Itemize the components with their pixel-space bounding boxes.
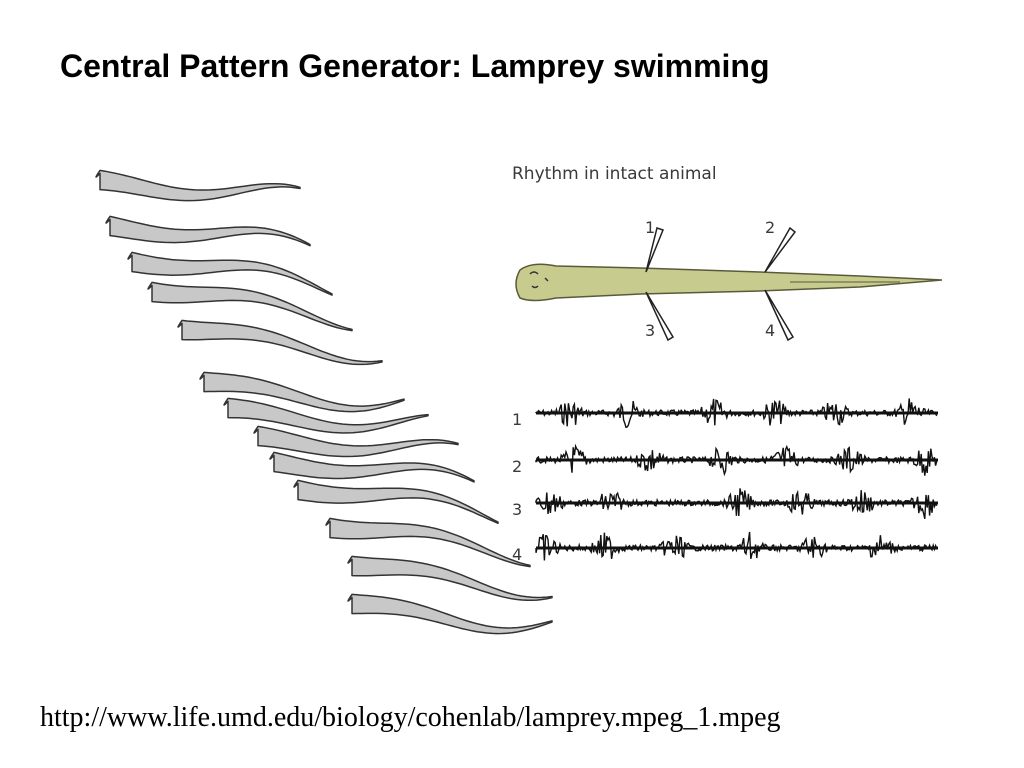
electrode-2 [764, 226, 797, 273]
electrode-4 [764, 289, 795, 342]
electrode-label-3: 3 [645, 321, 655, 340]
lamprey-silhouette-12 [347, 555, 553, 602]
lamprey-silhouette-11 [325, 517, 531, 568]
trace-label-1: 1 [512, 410, 522, 429]
electrode-label-1: 1 [645, 218, 655, 237]
video-url[interactable]: http://www.life.umd.edu/biology/cohenlab… [40, 702, 781, 733]
lamprey-silhouette-8 [253, 425, 459, 458]
lamprey-silhouette-9 [269, 451, 475, 483]
panel-title: Rhythm in intact animal [512, 164, 717, 184]
trace-label-3: 3 [512, 500, 522, 519]
electrode-label-2: 2 [765, 218, 775, 237]
lamprey-silhouette-10 [293, 479, 499, 525]
lamprey-silhouette-7 [223, 397, 429, 434]
electrode-3 [645, 291, 675, 342]
lamprey-silhouette-3 [127, 251, 333, 296]
lamprey-silhouette-5 [177, 319, 383, 366]
lamprey-silhouette-13 [347, 593, 553, 635]
lamprey-silhouette-2 [105, 215, 311, 247]
intact-lamprey-diagram: 1 2 3 4 [515, 218, 943, 342]
slide-title: Central Pattern Generator: Lamprey swimm… [60, 48, 770, 84]
electrode-1 [645, 227, 664, 273]
lamprey-silhouette-6 [199, 371, 405, 413]
lamprey-silhouette-4 [147, 281, 353, 332]
lamprey-silhouette-1 [95, 169, 301, 202]
trace-label-2: 2 [512, 457, 522, 476]
emg-trace-4 [535, 531, 938, 561]
lamprey-head-marking [529, 271, 549, 289]
electrode-label-4: 4 [765, 321, 775, 340]
emg-traces [535, 398, 938, 561]
swimming-sequence-illustration [95, 169, 553, 635]
trace-label-4: 4 [512, 545, 522, 564]
emg-trace-3 [535, 488, 938, 519]
lamprey-body [515, 263, 943, 302]
